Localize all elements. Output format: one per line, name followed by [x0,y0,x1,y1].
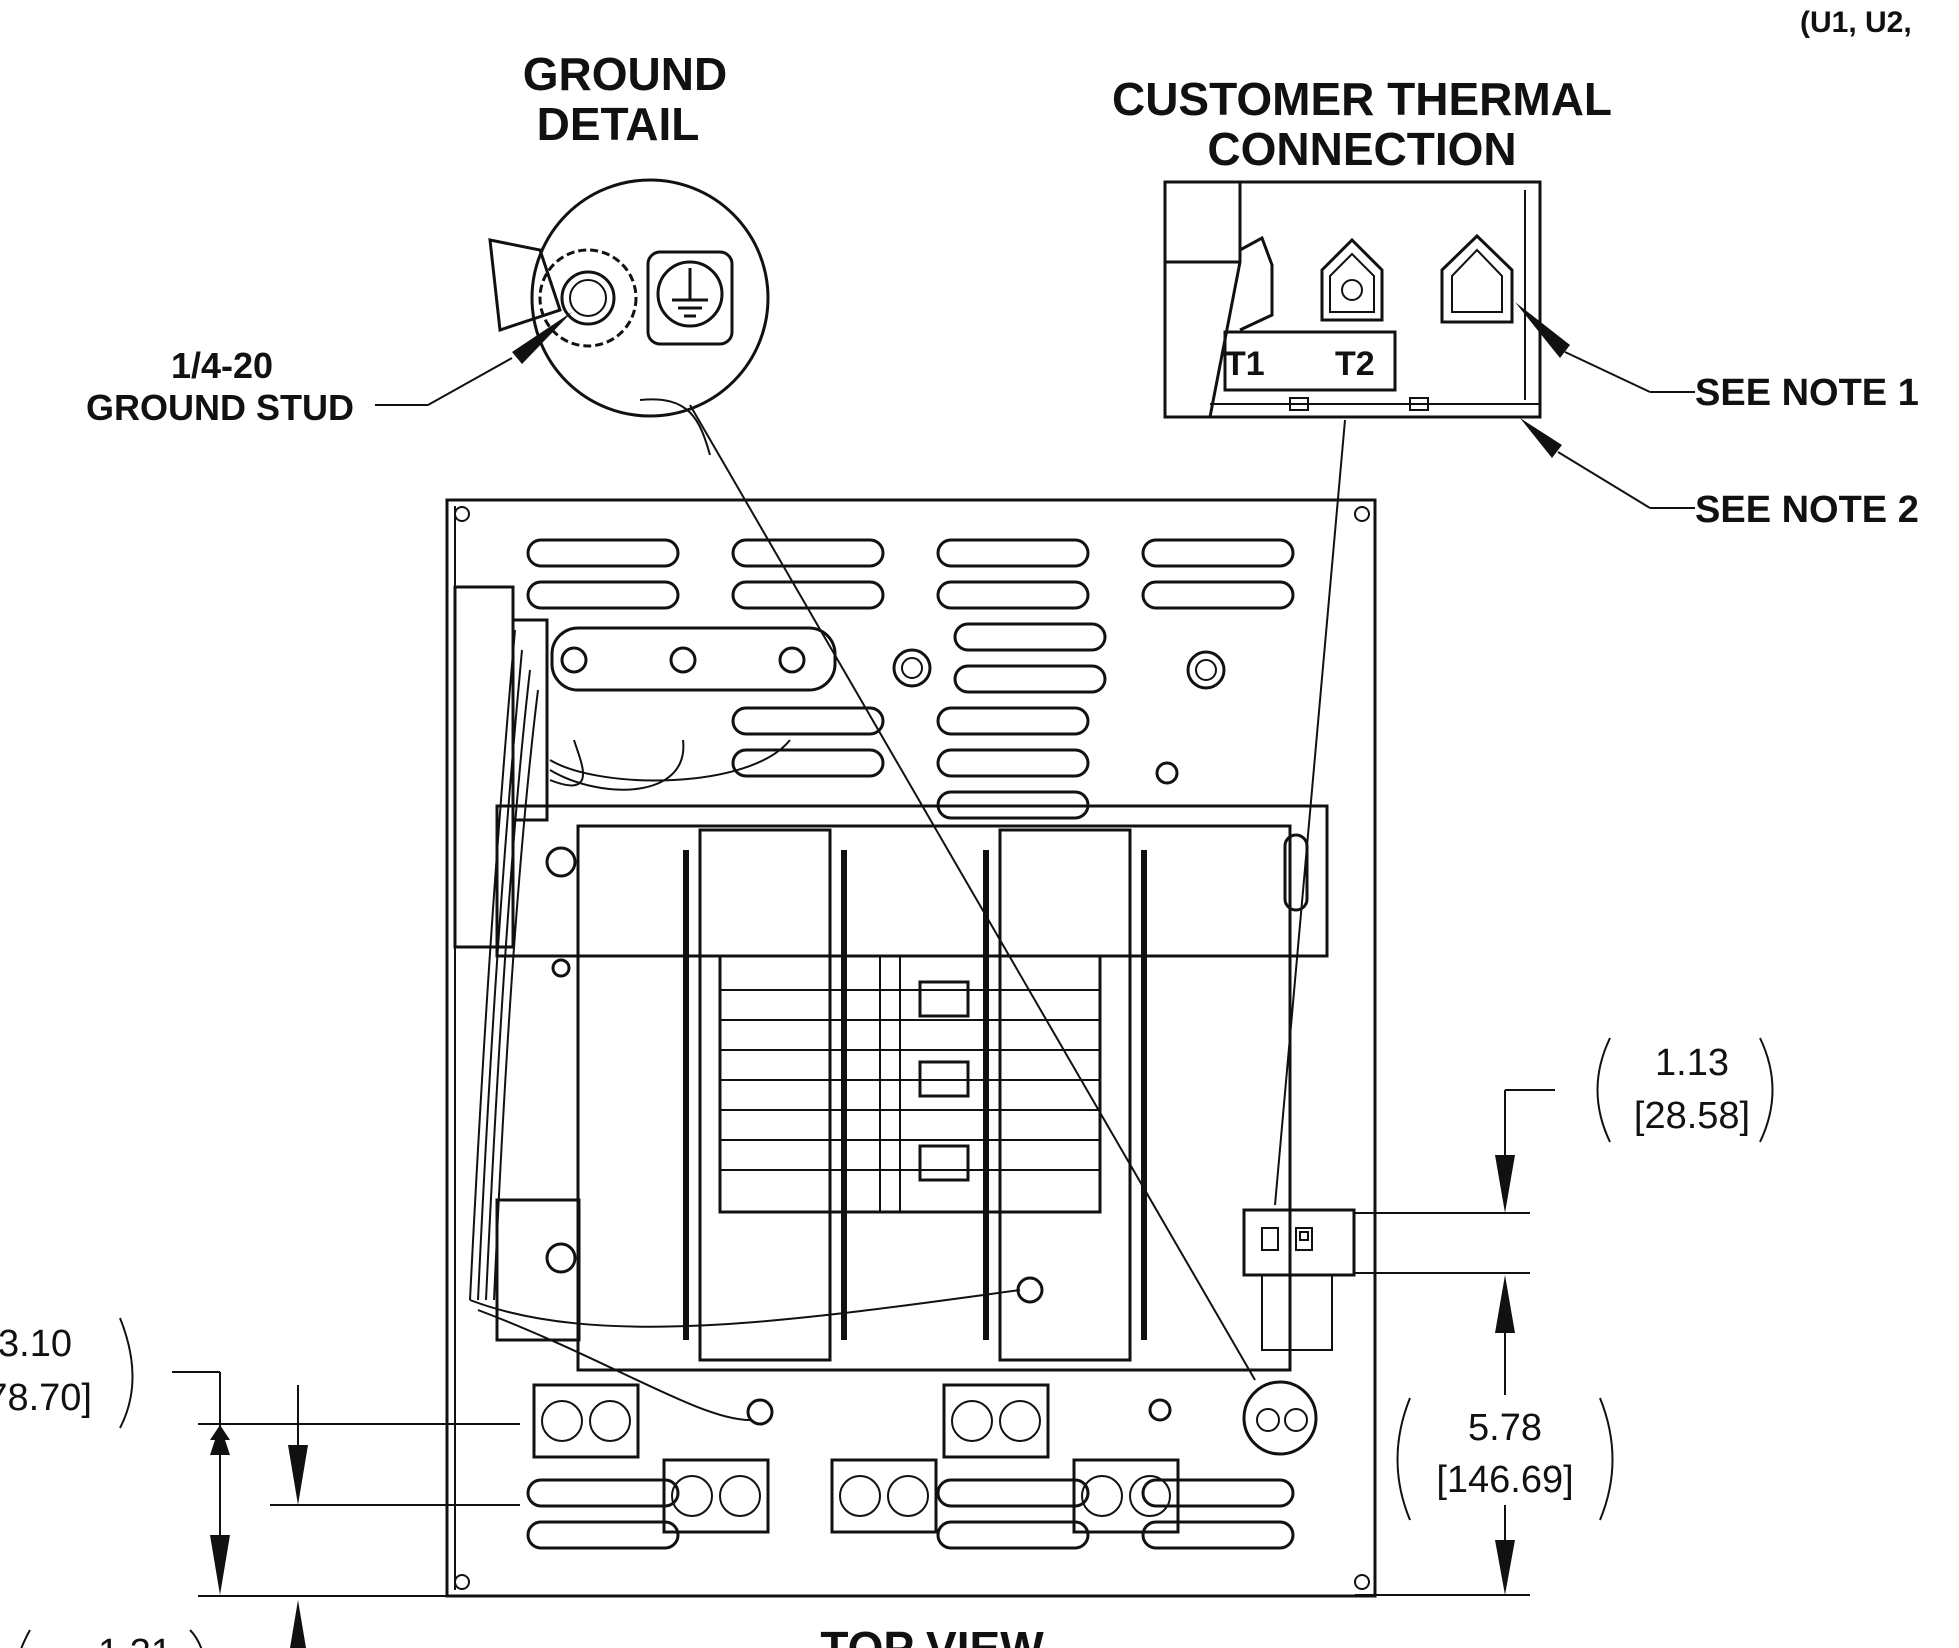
terminal-strip [453,585,549,1301]
dim-5-78-mm: [146.69] [1436,1459,1573,1501]
line-terminal-blocks [532,1383,1180,1534]
ground-symbol-icon [646,250,734,346]
see-note-1-label: SEE NOTE 1 [1695,372,1919,414]
dim-1-13-inches: 1.13 [1655,1042,1729,1084]
thermal-terminal-t2-label: T2 [1335,345,1375,383]
dim-5-78-inches: 5.78 [1468,1407,1542,1449]
arrow-icon [512,312,572,364]
dim-1-13-mm: [28.58] [1634,1095,1750,1137]
thermal-title-line2: CONNECTION [1207,123,1516,175]
dimension-1-13: 1.13 [28.58] [1355,1037,1774,1274]
dim-1-31-inches: 1.31 [98,1632,172,1648]
ground-detail-title-line1: GROUND [523,48,727,100]
thermal-title-line1: CUSTOMER THERMAL [1112,73,1612,125]
view-label: TOP VIEW [820,1622,1044,1648]
dimension-1-31: 1.31 [20,1600,306,1648]
ground-stud-icon [1242,1380,1318,1456]
thermal-terminal-icon [1261,1227,1313,1251]
arrow-icon [1520,418,1562,458]
thermal-terminal-icon [1239,233,1514,332]
thermal-terminal-t1-label: T1 [1225,345,1265,383]
ground-stud-icon [538,248,638,348]
transformer-core [576,824,1292,1372]
thermal-connection-detail: CUSTOMER THERMAL CONNECTION T1 T2 SEE NO… [1112,73,1919,1206]
ground-detail-title-line2: DETAIL [537,98,700,150]
dim-3-10-mm: [78.70] [0,1377,92,1419]
ground-stud-callout-line1: 1/4-20 [171,345,273,386]
arrow-icon [1515,302,1570,358]
see-note-2-label: SEE NOTE 2 [1695,489,1919,531]
ventilation-slots [526,538,1295,1550]
ground-stud-callout-line2: GROUND STUD [86,387,354,428]
transformer-top-view [445,498,1377,1598]
bus-bar [550,626,837,692]
ground-detail: GROUND DETAIL 1/4-20 GROUND STUD [86,48,1256,1381]
dimension-3-10: 3.10 [78.70] [0,1317,520,1597]
dim-3-10-inches: 3.10 [0,1323,72,1365]
header-partial-label: (U1, U2, [1800,6,1912,39]
dimension-5-78: 5.78 [146.69] [1355,1275,1614,1596]
